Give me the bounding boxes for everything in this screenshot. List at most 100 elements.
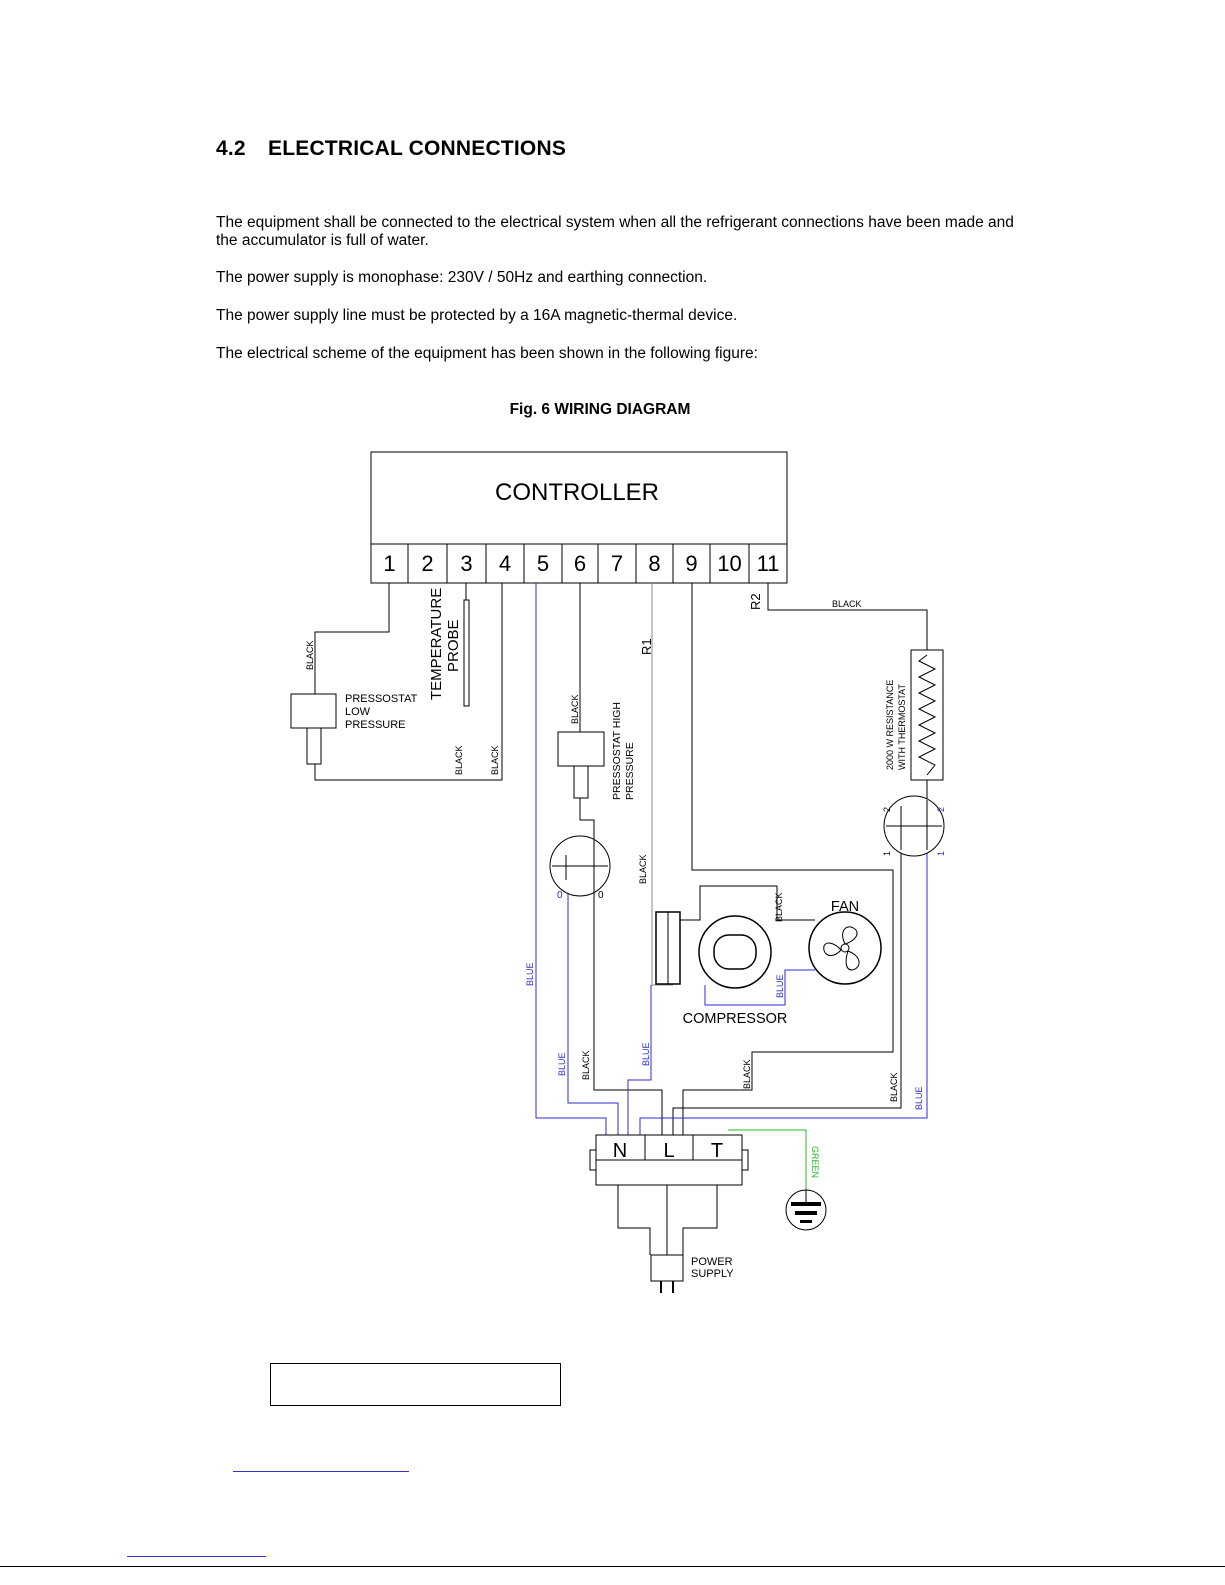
- earth-ground-bar-1: [791, 1202, 821, 1206]
- wire-thermo-n: [639, 845, 928, 1135]
- compressor-inner: [713, 934, 757, 970]
- earth-ground-bar-2: [795, 1211, 817, 1215]
- blue-wires: [535, 583, 928, 1135]
- resistance: 2000 W RESISTANCE WITH THERMOSTAT: [885, 649, 944, 781]
- empty-box: [270, 1363, 561, 1406]
- label-black-relay: BLACK: [581, 1050, 591, 1080]
- temperature-probe: TEMPERATURE PROBE: [428, 588, 470, 707]
- resistance-label-1: 2000 W RESISTANCE: [885, 680, 895, 770]
- wire-comp-fan: [680, 885, 815, 921]
- underline-link-2: [127, 1556, 266, 1557]
- paragraph-power-supply: The power supply is monophase: 230V / 50…: [216, 269, 708, 286]
- fan-blade-1: [842, 926, 858, 945]
- wire-relay-n: [567, 880, 619, 1135]
- pressostat-high-label-1: PRESSOSTAT HIGH: [611, 702, 623, 800]
- thermostat-connector: 2 2 1 1: [882, 795, 946, 857]
- pressostat-high-body: [557, 731, 605, 767]
- label-blue-comp: BLUE: [641, 1042, 651, 1066]
- paragraph-scheme: The electrical scheme of the equipment h…: [216, 345, 758, 362]
- label-blue-t5: BLUE: [525, 962, 535, 986]
- underline-link-1: [233, 1471, 409, 1472]
- label-black-t1: BLACK: [305, 640, 315, 670]
- label-black-t4: BLACK: [490, 745, 500, 775]
- probe-label-1: TEMPERATURE: [428, 588, 445, 700]
- resistance-box: [910, 649, 944, 781]
- figure-caption: Fig. 6 WIRING DIAGRAM: [509, 401, 691, 418]
- wire-n-supply: [617, 1185, 651, 1255]
- wire-thermo-l: [672, 845, 902, 1135]
- pressostat-low-label-1: PRESSOSTAT: [345, 693, 418, 705]
- wire-green-earth: [728, 1129, 807, 1190]
- terminal-t: T: [711, 1140, 723, 1162]
- r1-label: R1: [639, 638, 654, 655]
- controller-terminal-10: 10: [717, 551, 741, 576]
- resistance-label-2: WITH THERMOSTAT: [897, 684, 907, 770]
- paragraph-protection: The power supply line must be protected …: [216, 307, 738, 324]
- footer-rule: [0, 1566, 1225, 1567]
- resistance-coil: [917, 654, 937, 776]
- r2-label: R2: [748, 593, 763, 610]
- controller-box: [370, 451, 788, 584]
- label-black-t6: BLACK: [570, 694, 580, 724]
- pressostat-high-stem: [573, 765, 589, 799]
- thermostat-pin-2-left: 2: [882, 807, 892, 812]
- fan-blade-3: [823, 942, 842, 956]
- controller-terminal-11: 11: [757, 551, 780, 576]
- thermostat-pin-1-right: 1: [936, 851, 946, 856]
- label-blue-fan: BLUE: [775, 974, 785, 998]
- terminal-block: N L T: [589, 1134, 749, 1186]
- earth-ground-bar-3: [800, 1220, 812, 1223]
- label-black-probe: BLACK: [454, 745, 464, 775]
- wire-t8: [651, 583, 673, 986]
- power-supply-plug: POWER SUPPLY: [650, 1254, 734, 1293]
- power-supply-label-2: SUPPLY: [691, 1268, 734, 1280]
- wire-t5-n: [535, 583, 607, 1135]
- compressor: COMPRESSOR: [655, 911, 788, 1027]
- controller-terminal-4: 4: [499, 551, 511, 576]
- label-black-t9: BLACK: [742, 1059, 752, 1089]
- earth-ground: [785, 1189, 827, 1231]
- relay-pin-0-right: 0: [598, 890, 604, 901]
- fan-label: FAN: [831, 899, 859, 915]
- power-supply-label-1: POWER: [691, 1256, 733, 1268]
- controller-terminal-3: 3: [460, 551, 472, 576]
- controller-terminal-8: 8: [648, 551, 660, 576]
- pressostat-low: PRESSOSTAT LOW PRESSURE: [290, 693, 418, 765]
- pressostat-low-label-3: PRESSURE: [345, 719, 406, 731]
- controller-terminal-1: 1: [383, 551, 395, 576]
- grey-wires: [651, 583, 673, 986]
- wire-t4: [314, 583, 503, 781]
- wire-labels: BLACK BLACK BLACK BLACK BLACK BLACK BLAC…: [305, 599, 924, 1178]
- label-blue-thermo: BLUE: [914, 1086, 924, 1110]
- label-black-r1: BLACK: [638, 854, 648, 884]
- thermostat-pin-1-left: 1: [882, 851, 892, 856]
- probe-label-2: PROBE: [445, 619, 462, 672]
- paragraph-connection: The equipment shall be connected to the …: [216, 214, 1014, 249]
- wire-t1: [314, 583, 390, 694]
- thermostat-pin-2-right: 2: [936, 807, 946, 812]
- controller-title: CONTROLLER: [495, 479, 659, 506]
- pressostat-high: PRESSOSTAT HIGH PRESSURE: [557, 702, 636, 800]
- section-number: 4.2: [216, 137, 246, 160]
- wire-comp-n: [627, 985, 652, 1135]
- fan-body: [808, 911, 882, 985]
- label-black-t11: BLACK: [832, 599, 862, 609]
- pressostat-low-label-2: LOW: [345, 706, 371, 718]
- wire-t11: [767, 583, 928, 650]
- label-green-earth: GREEN: [810, 1146, 820, 1178]
- pressostat-low-stem: [306, 727, 322, 765]
- plug-body: [650, 1254, 684, 1282]
- controller-terminal-2: 2: [421, 551, 433, 576]
- terminal-n: N: [613, 1140, 627, 1162]
- label-blue-relay: BLUE: [557, 1052, 567, 1076]
- label-black-thermo: BLACK: [889, 1072, 899, 1102]
- probe-stick: [463, 599, 470, 707]
- label-black-fan: BLACK: [774, 892, 784, 922]
- fan-blade-2: [845, 950, 860, 971]
- pressostat-high-label-2: PRESSURE: [624, 742, 636, 800]
- wire-fan-blue: [704, 969, 815, 1006]
- controller-terminal-7: 7: [611, 551, 623, 576]
- compressor-label: COMPRESSOR: [683, 1011, 788, 1027]
